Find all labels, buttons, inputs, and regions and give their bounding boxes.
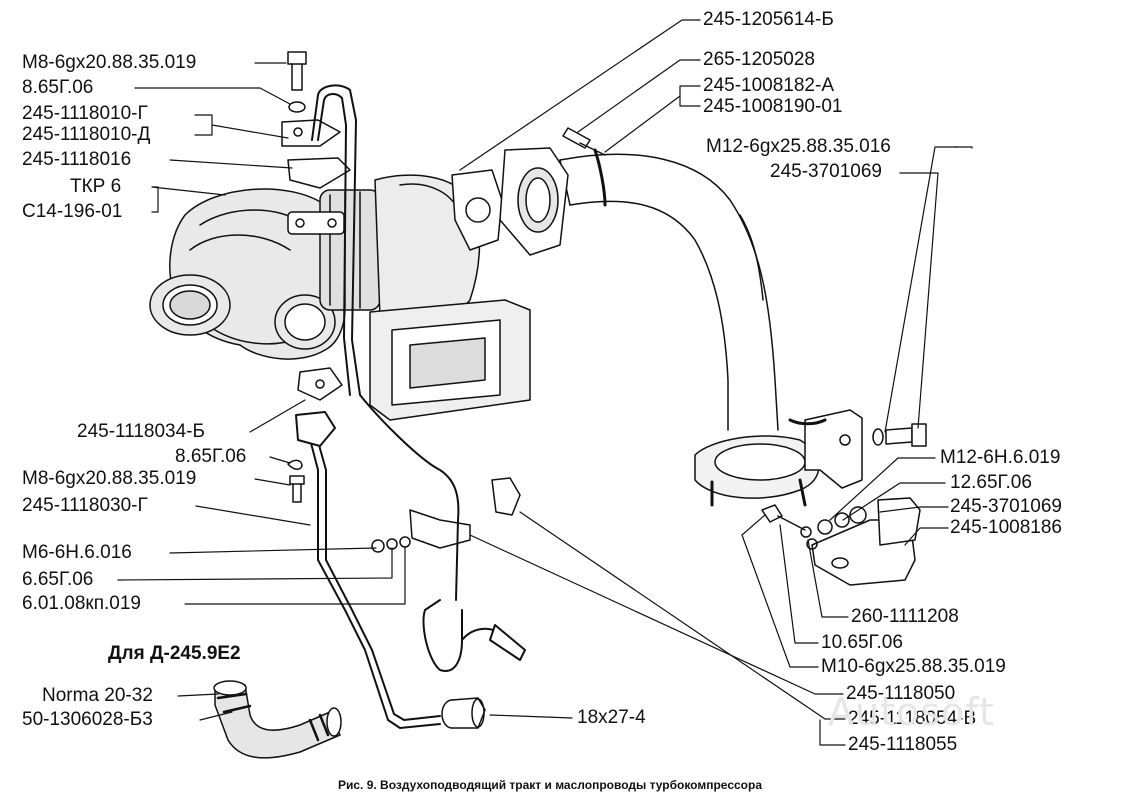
label-260-1111208: 260-1111208 bbox=[851, 606, 959, 627]
label-245-1118016: 245-1118016 bbox=[22, 149, 132, 170]
label-m8-bolt-top: М8-6gх20.88.35.019 bbox=[22, 52, 197, 73]
label-washer-12-65: 12.65Г.06 bbox=[950, 472, 1032, 493]
label-245-1118010-d: 245-1118010-Д bbox=[22, 124, 151, 145]
label-245-1118050: 245-1118050 bbox=[846, 683, 956, 704]
label-245-3701069-bottom: 245-3701069 bbox=[950, 496, 1062, 517]
label-245-1118054-v: 245-1118054-В bbox=[848, 708, 977, 729]
oil-pipes-drawing bbox=[295, 84, 526, 729]
label-245-1118030-g: 245-1118030-Г bbox=[22, 495, 148, 516]
label-washer-8-65-mid: 8.65Г.06 bbox=[175, 446, 247, 467]
label-245-1118055: 245-1118055 bbox=[848, 734, 958, 755]
label-tkr6: ТКР 6 bbox=[70, 176, 122, 197]
label-m10-bolt: М10-6gх25.88.35.019 bbox=[821, 656, 1006, 677]
label-m6-nut: М6-6Н.6.016 bbox=[22, 542, 132, 563]
air-pipe-drawing bbox=[499, 147, 863, 507]
label-50-1306028: 50-1306028-Б3 bbox=[22, 709, 153, 730]
label-245-1118034-b: 245-1118034-Б bbox=[77, 421, 205, 442]
label-245-1008190-01: 245-1008190-01 bbox=[703, 96, 843, 117]
label-m12-bolt: М12-6gх25.88.35.016 bbox=[706, 136, 891, 157]
hose-d2459e2-drawing bbox=[213, 680, 342, 759]
label-265-1205028: 265-1205028 bbox=[703, 49, 815, 70]
label-c14-196-01: С14-196-01 bbox=[22, 201, 123, 222]
label-245-3701069-top: 245-3701069 bbox=[770, 161, 882, 182]
label-m12-nut: М12-6Н.6.019 bbox=[940, 447, 1061, 468]
label-245-1118010-g: 245-1118010-Г bbox=[22, 103, 148, 124]
label-washer-6-65: 6.65Г.06 bbox=[22, 569, 94, 590]
label-245-1008182-a: 245-1008182-А bbox=[703, 75, 834, 96]
label-washer-10-65: 10.65Г.06 bbox=[821, 632, 903, 653]
section-title-d2459e2: Для Д-245.9Е2 bbox=[108, 643, 241, 664]
label-m8-bolt-mid: М8-6gх20.88.35.019 bbox=[22, 468, 197, 489]
label-washer-6-01: 6.01.08кп.019 bbox=[22, 593, 141, 614]
turbocharger-drawing bbox=[149, 169, 531, 421]
leader-lines bbox=[117, 19, 973, 746]
watermark: Autosoft bbox=[828, 690, 995, 734]
label-norma-clamp: Norma 20-32 bbox=[42, 685, 153, 706]
label-washer-8-65-top: 8.65Г.06 bbox=[22, 77, 94, 98]
label-hose-18x27: 18х27-4 bbox=[577, 707, 646, 728]
figure-caption: Рис. 9. Воздухоподводящий тракт и маслоп… bbox=[337, 778, 763, 792]
label-245-1205614-b: 245-1205614-Б bbox=[703, 9, 834, 30]
label-245-1008186: 245-1008186 bbox=[950, 517, 1062, 538]
fasteners-drawing bbox=[281, 51, 927, 729]
